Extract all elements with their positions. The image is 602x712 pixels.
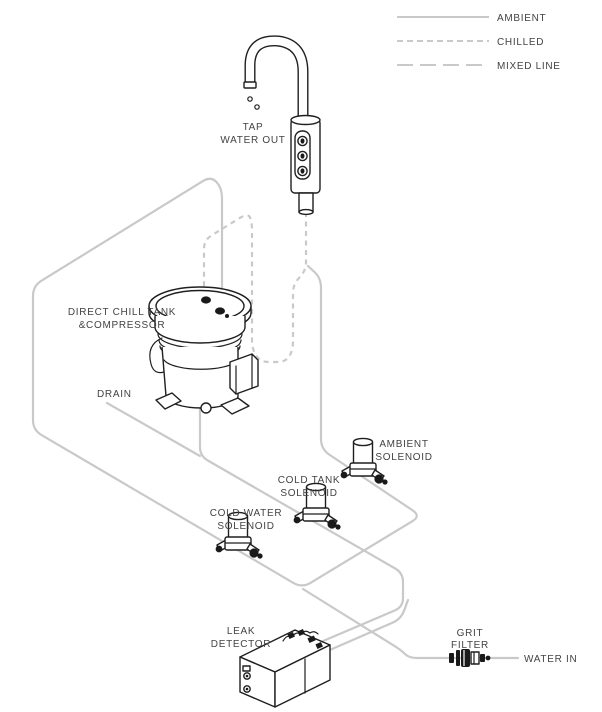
tap-assembly [243, 35, 321, 216]
cold-tank-solenoid-label-line2: SOLENOID [280, 488, 337, 499]
pipe-water-in [301, 587, 520, 660]
grit-filter-label-line2: FILTER [451, 640, 489, 651]
legend: AMBIENT CHILLED MIXED LINE [397, 13, 561, 72]
leak-detector [239, 628, 331, 708]
tank-port-chilled [201, 296, 211, 304]
pipes [31, 177, 520, 660]
tap-droplet-2 [254, 104, 260, 110]
compressor-foot-left [155, 392, 182, 410]
chill-tank-compressor [148, 286, 259, 415]
water-in-label: WATER IN [524, 654, 577, 665]
legend-label-mixed: MIXED LINE [497, 61, 561, 72]
compressor-foot-right [220, 397, 250, 415]
cold-water-solenoid-label-line2: SOLENOID [217, 521, 274, 532]
cold-tank-solenoid-label-line1: COLD TANK [278, 475, 341, 486]
component-labels: TAP WATER OUT DIRECT CHILL TANK &COMPRES… [68, 122, 577, 665]
grit-filter-label-line1: GRIT [457, 628, 484, 639]
pipe-ambient-main [31, 177, 418, 587]
tap-shank-end [298, 208, 314, 216]
grit-filter-body [470, 651, 480, 665]
tank-hose-loop [149, 337, 165, 374]
leak-detector-label-line2: DETECTOR [211, 639, 271, 650]
cold-water-solenoid-label-line1: COLD WATER [210, 508, 283, 519]
leak-detector-right [274, 644, 331, 708]
tap-label-line2: WATER OUT [220, 135, 285, 146]
pipe-drain-main [198, 384, 405, 649]
tank-port-dot [225, 314, 229, 318]
leak-detector-label-line1: LEAK [227, 626, 255, 637]
tap-body-top [290, 114, 321, 126]
legend-label-ambient: AMBIENT [497, 13, 546, 24]
tap-droplet-1 [247, 96, 253, 102]
pipe-drain-stub [105, 401, 202, 458]
grit-filter [449, 649, 491, 667]
tap-gooseneck [245, 36, 308, 125]
tap-spout-tip [243, 81, 257, 89]
tank-label-line2: &COMPRESSOR [79, 320, 166, 331]
tank-collar [154, 316, 246, 344]
legend-label-chilled: CHILLED [497, 37, 544, 48]
ambient-solenoid-label-line1: AMBIENT [379, 439, 428, 450]
compressor-bolt [200, 402, 212, 414]
pipe-leak-detector-cable [314, 598, 410, 658]
tank-port-inlet [215, 307, 225, 315]
ambient-solenoid-label-line2: SOLENOID [375, 452, 432, 463]
tap-label-line1: TAP [243, 122, 264, 133]
leak-detector-switch [242, 665, 251, 672]
compressor-box [229, 353, 259, 395]
drain-label: DRAIN [97, 389, 132, 400]
tank-label-line1: DIRECT CHILL TANK [68, 307, 176, 318]
